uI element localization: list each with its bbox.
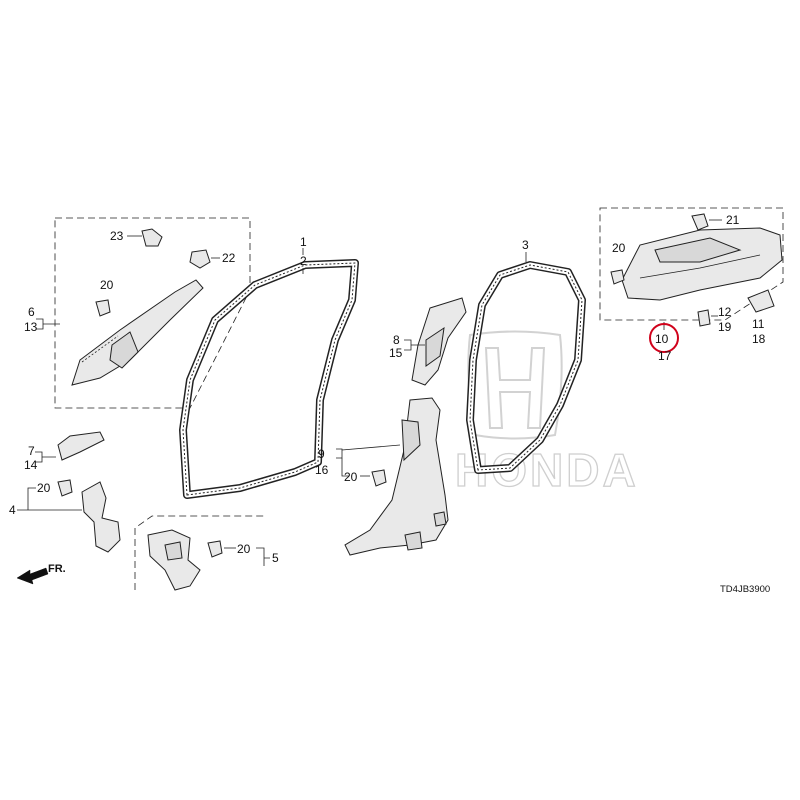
highlight-circle (649, 323, 679, 353)
callout-15: 15 (389, 346, 403, 360)
callout-4: 4 (9, 503, 16, 517)
clip-20-b (57, 479, 73, 497)
callout-17: 17 (658, 349, 672, 363)
group-box-6-13 (54, 217, 251, 409)
diagram-code: TD4JB3900 (720, 584, 770, 595)
callout-21: 21 (726, 213, 740, 227)
upper-center-pillar-garnish (411, 297, 467, 386)
callout-20-e: 20 (612, 241, 626, 255)
front-direction-arrow-icon (16, 567, 49, 585)
callout-14: 14 (24, 458, 38, 472)
clip-22 (189, 249, 211, 269)
callout-16: 16 (315, 463, 329, 477)
clip-12-19 (697, 309, 711, 327)
callout-2: 2 (300, 254, 307, 268)
clip-20-d (371, 469, 387, 487)
callout-19: 19 (718, 320, 732, 334)
clip-20-a (95, 299, 111, 317)
callout-3: 3 (522, 238, 529, 252)
front-pillar-garnish (71, 279, 204, 386)
group-box-5 (134, 515, 265, 590)
clip-23 (141, 228, 163, 247)
clip-21 (691, 213, 709, 231)
callout-22: 22 (222, 251, 236, 265)
callout-1: 1 (300, 235, 307, 249)
callout-11: 11 (752, 317, 765, 331)
part-5-garnish (147, 529, 201, 591)
callout-20-d: 20 (344, 470, 358, 484)
part-7-14 (57, 431, 105, 461)
callout-12: 12 (718, 305, 732, 319)
lower-center-pillar-garnish (344, 397, 449, 556)
callout-13: 13 (24, 320, 38, 334)
callout-20-b: 20 (37, 481, 51, 495)
part-4-front-side-garnish (81, 481, 121, 553)
clip-20-c (207, 540, 223, 558)
front-door-weatherstrip (179, 259, 359, 499)
callout-9: 9 (318, 447, 325, 461)
cover-11-18 (747, 289, 775, 313)
callout-7: 7 (28, 444, 35, 458)
callout-6: 6 (28, 305, 35, 319)
rear-door-weatherstrip (466, 261, 586, 474)
callout-23: 23 (110, 229, 124, 243)
callout-20-a: 20 (100, 278, 114, 292)
rear-pillar-lining (621, 227, 783, 301)
callout-18: 18 (752, 332, 766, 346)
clip-20-e (610, 269, 625, 285)
callout-5: 5 (272, 551, 279, 565)
direction-label: FR. (48, 563, 66, 575)
callout-20-c: 20 (237, 542, 251, 556)
callout-10: 10 (655, 332, 669, 346)
callout-8: 8 (393, 333, 400, 347)
